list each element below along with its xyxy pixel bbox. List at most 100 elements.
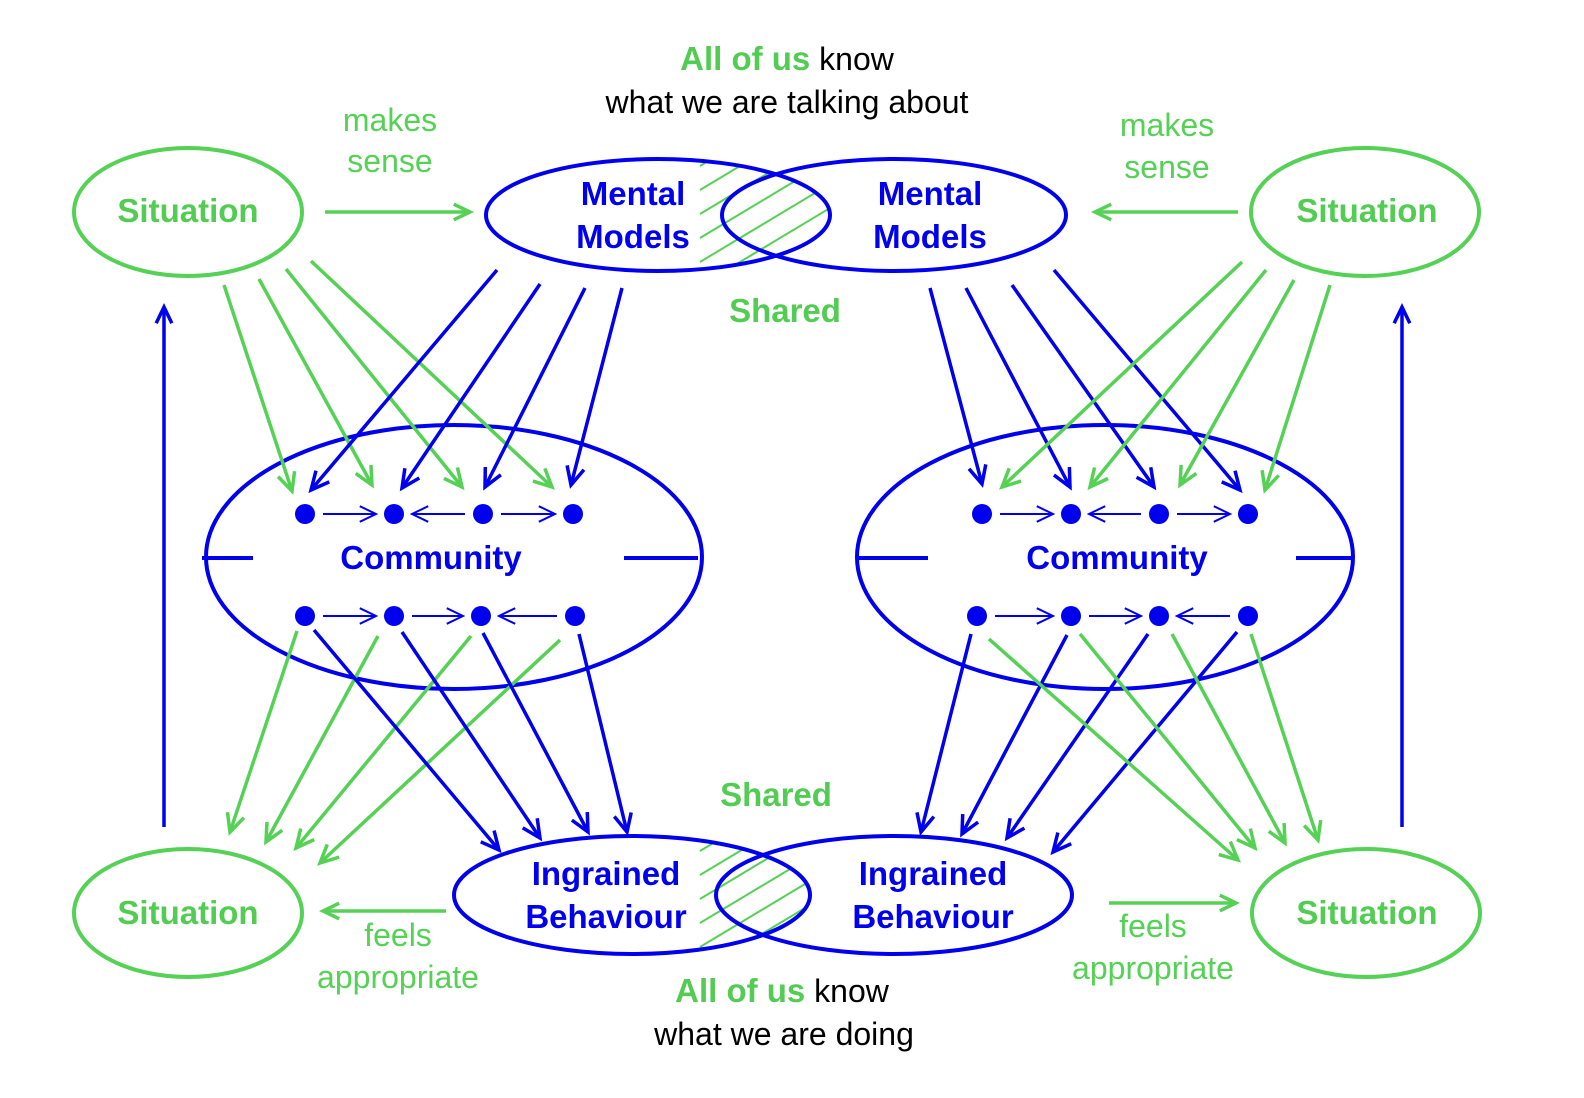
hatch-line [700,370,840,454]
feedback-arrow-left [154,302,174,827]
community-right-top-member-dot [1061,504,1081,524]
makes-sense-left-line1: makes [343,102,437,138]
mental-model-to-community-arrow [483,287,587,491]
hatch-line [700,346,840,430]
hatch-line [699,201,830,271]
makes-sense-left-line2: sense [347,143,432,179]
feels-appropriate-right-line1: feels [1119,908,1187,944]
hatch-line [700,1067,820,1098]
hatch-line [700,322,840,406]
community-to-behaviour-arrow [960,634,1069,838]
community-left-bottom-member-dot [295,606,315,626]
community-right-top-link-arrow [1177,505,1233,523]
feels-appropriate-left-arrow [318,901,446,921]
community-left-bottom-member-dot [384,606,404,626]
situation-to-community-arrow [1178,279,1296,489]
mental-model-to-community-arrow [565,287,624,489]
ingrained-behaviour-right-ellipse [714,834,1074,956]
community-left-bottom-member-dot [565,606,585,626]
community-to-behaviour-arrow [481,632,590,836]
community-right-bottom-link-arrow [1089,607,1144,625]
situation-to-community-arrow [999,260,1244,490]
situation-to-community-arrow [309,259,555,490]
community-left-top-link-arrow [501,505,558,523]
mental-model-to-community-arrow [399,283,542,492]
situation-top-right-ellipse [1249,146,1481,278]
situation-top-right-label: Situation [1296,192,1437,229]
hatch-line [700,418,840,502]
community-left-top-member-dot [563,504,583,524]
hatch-line [700,394,840,478]
arrows-layer [154,202,1412,921]
top-caption-emphasis: All of us [680,40,810,77]
community-right-bottom-member-dot [1149,606,1169,626]
community-left-bottom-link-arrow [323,607,379,625]
situation-bottom-right-label: Situation [1296,894,1437,931]
community-right-bottom-member-dot [967,606,987,626]
situation-top-left-label: Situation [117,192,258,229]
community-right-bottom-member-dot [1061,606,1081,626]
community-right-top-member-dot [1238,504,1258,524]
shared-label-bottom: Shared [720,776,832,813]
hatch-line [700,1091,820,1098]
mental-models-left-line2: Models [576,218,690,255]
community-to-behaviour-arrow [312,628,502,854]
community-left-top-link-arrow [323,505,379,523]
ingrained-right-line1: Ingrained [859,855,1008,892]
community-left-bottom-member-dot [471,606,491,626]
hatch-line [700,442,840,526]
community-to-situation-arrow [1170,633,1287,847]
community-to-situation-arrow [1078,632,1258,852]
situation-bottom-left-ellipse [72,847,304,979]
community-right-top-link-arrow [1000,505,1056,523]
community-to-situation-arrow [987,637,1242,863]
community-left-bottom-link-arrow [496,607,557,625]
situation-to-community-arrow [284,267,465,491]
mental-model-to-community-arrow [1010,283,1157,491]
community-right-bottom-link-arrow [1174,607,1230,625]
community-to-behaviour-arrow [400,631,543,842]
hatch-line [700,707,820,779]
top-caption-rest: know [810,41,894,77]
hatch-line [700,466,840,550]
community-left-top-member-dot [384,504,404,524]
community-left-top-link-arrow [409,505,465,523]
community-right-top-member-dot [1149,504,1169,524]
ingrained-right-line2: Behaviour [852,898,1014,935]
mental-models-right-line2: Models [873,218,987,255]
feedback-arrow-right [1392,302,1412,827]
mental-models-right-line1: Mental [878,175,983,212]
makes-sense-right-arrow [1090,202,1238,222]
ingrained-left-line1: Ingrained [532,855,681,892]
community-left-top-member-dot [473,504,493,524]
top-caption-line2: what we are talking about [605,84,969,120]
community-to-behaviour-arrow [915,633,973,836]
feels-appropriate-right-line2: appropriate [1072,950,1234,986]
mental-model-to-community-arrow [1052,268,1243,494]
feels-appropriate-left-line1: feels [364,917,432,953]
hatch-line [699,874,810,948]
community-to-situation-arrow [293,634,473,852]
mental-models-right-ellipse [720,157,1068,273]
community-to-behaviour-arrow [1004,633,1150,842]
community-left-top-member-dot [295,504,315,524]
feels-appropriate-right-arrow [1109,893,1241,913]
community-to-situation-arrow [1249,633,1323,844]
feels-appropriate-left-line2: appropriate [317,959,479,995]
makes-sense-left-arrow [325,202,475,222]
community-right-bottom-link-arrow [995,607,1056,625]
makes-sense-right-line1: makes [1120,107,1214,143]
situation-to-community-arrow [1260,284,1332,494]
bottom-caption-line2: what we are doing [653,1016,914,1052]
community-to-situation-arrow [225,630,299,836]
community-members-layer [295,504,1258,626]
hatch-line [700,683,820,755]
top-caption-line1: All of us know [680,40,895,77]
situation-bottom-right-ellipse [1250,847,1482,979]
ingrained-left-line2: Behaviour [525,898,687,935]
community-right-ellipse [855,423,1355,691]
situation-bottom-left-label: Situation [117,894,258,931]
community-right-top-link-arrow [1086,505,1141,523]
community-to-behaviour-arrow [1050,630,1239,856]
